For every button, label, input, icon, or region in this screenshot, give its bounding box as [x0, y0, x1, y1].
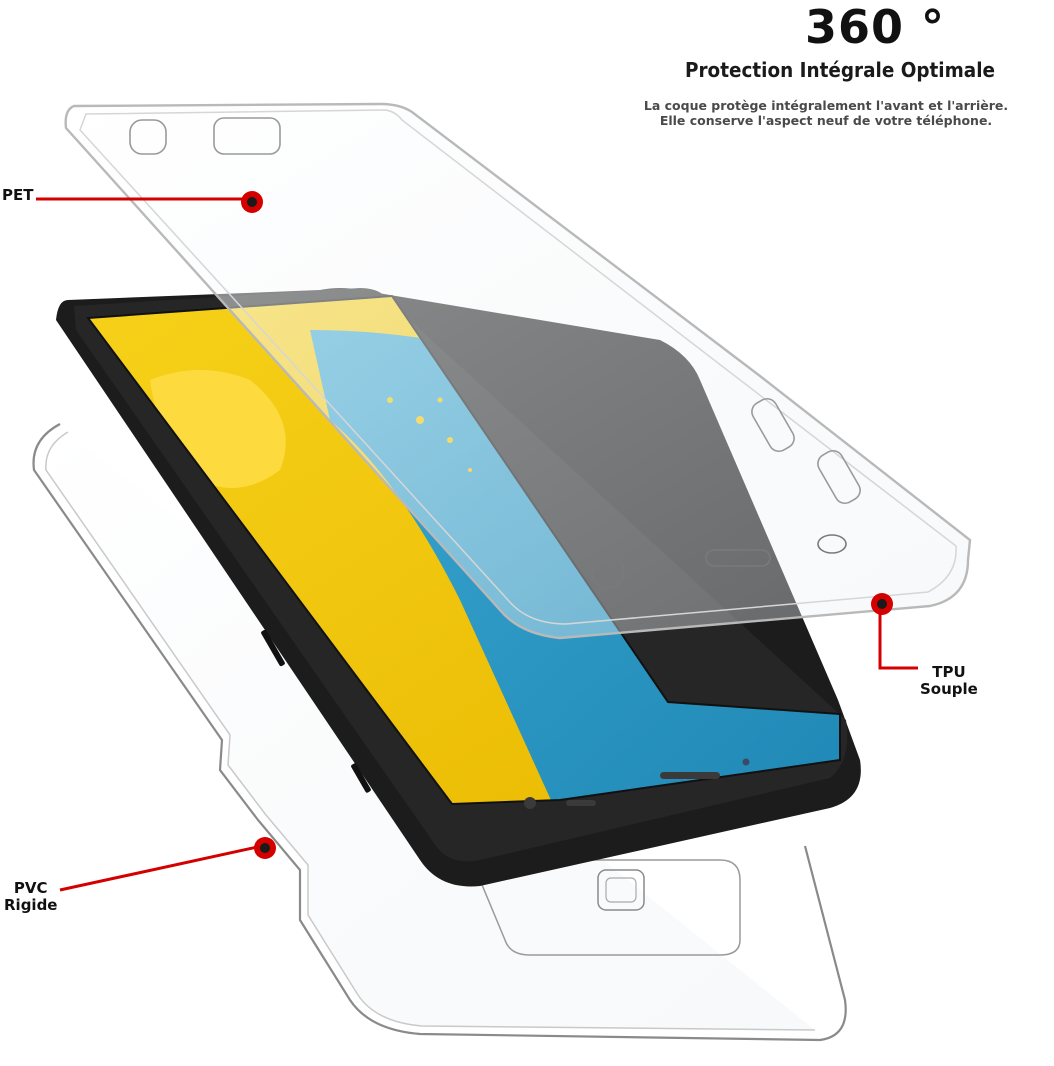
pvc-label-line2: Rigide: [4, 896, 58, 914]
pvc-rigide-label: PVC Rigide: [4, 880, 57, 914]
tpu-soft-front-shell: [64, 102, 972, 640]
protection-title: Protection Intégrale Optimale: [684, 58, 995, 82]
degree-heading: 360 °: [805, 0, 946, 54]
description-line-2: Elle conserve l'aspect neuf de votre tél…: [659, 113, 993, 128]
pvc-label-line1: PVC: [13, 879, 48, 897]
pet-label: PET: [2, 186, 34, 204]
tpu-label-line1: TPU: [932, 663, 966, 681]
description-line-1: La coque protège intégralement l'avant e…: [643, 98, 1009, 113]
tpu-souple-label: TPU Souple: [920, 664, 978, 698]
callout-lines: [36, 191, 918, 892]
protection-description: La coque protège intégralement l'avant e…: [600, 98, 1052, 128]
tpu-label-line2: Souple: [920, 680, 978, 698]
